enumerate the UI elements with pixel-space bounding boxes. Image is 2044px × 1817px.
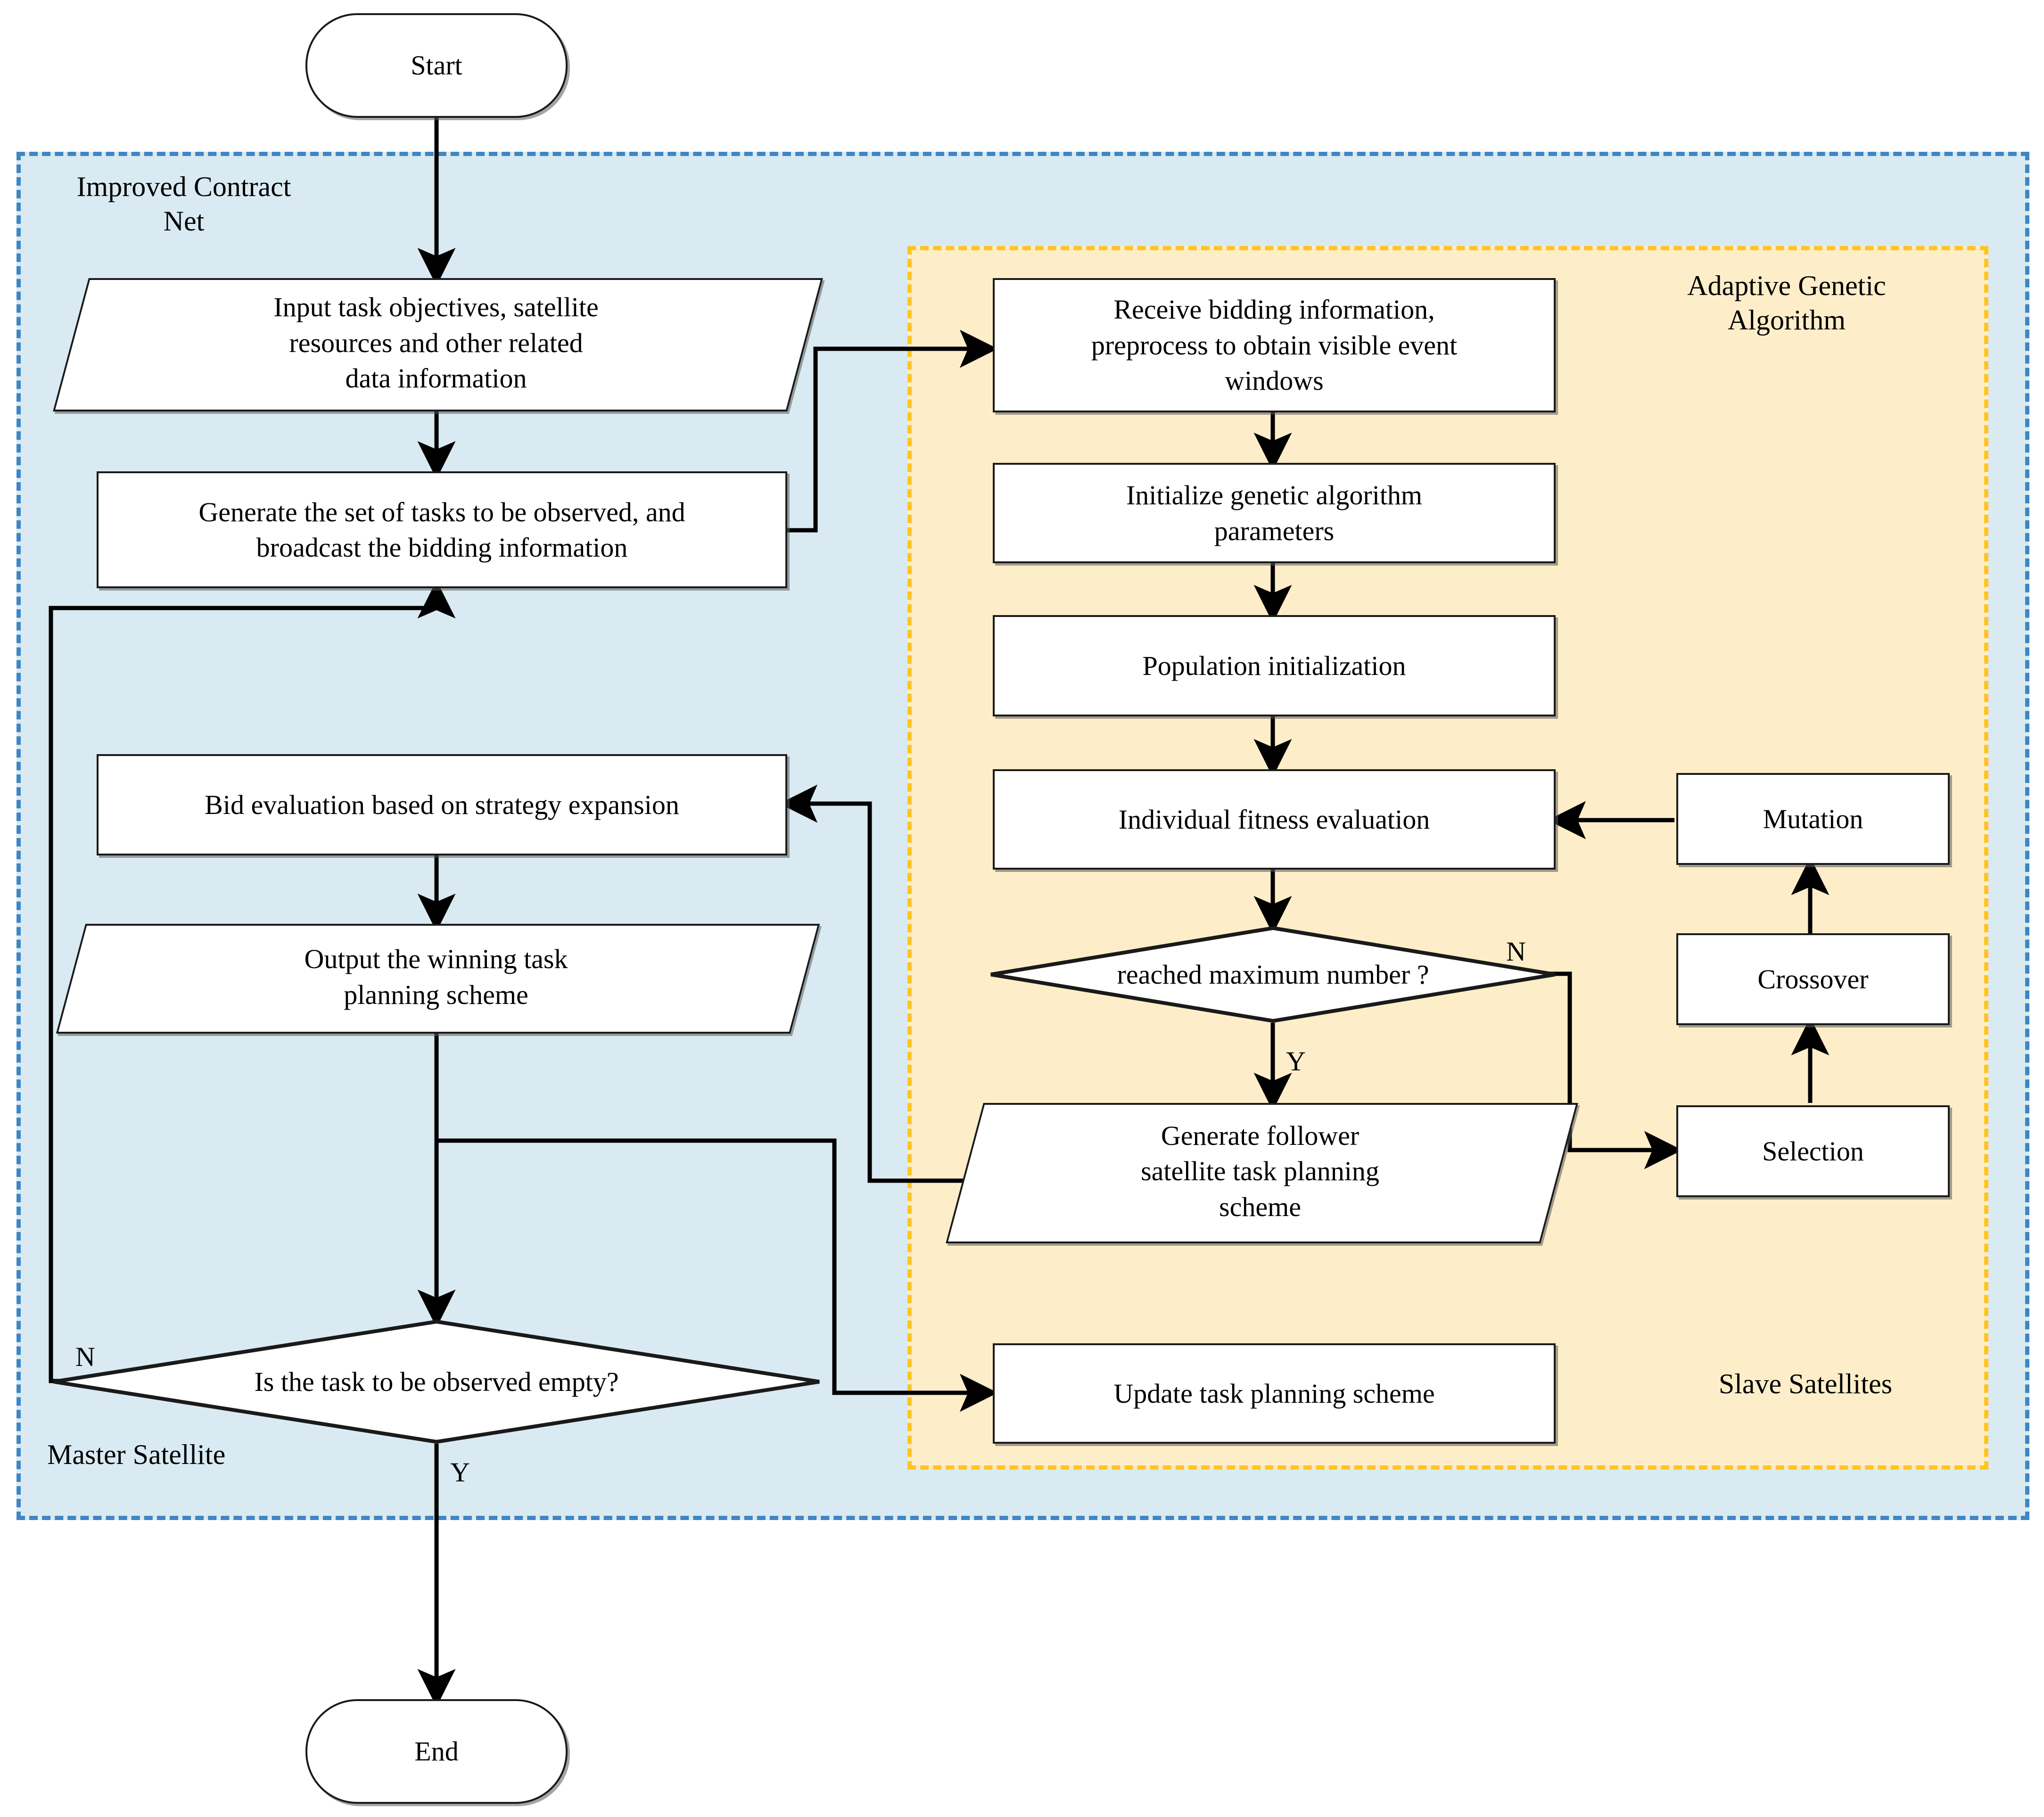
branch-label-task-empty-no: N — [75, 1341, 95, 1372]
node-fitness-eval-label: Individual fitness evaluation — [1118, 804, 1430, 835]
node-max-number-label: reached maximum number ? — [1117, 959, 1429, 990]
node-output-winning-label: Output the winning task planning scheme — [304, 944, 568, 1010]
node-selection-label: Selection — [1762, 1135, 1864, 1167]
node-crossover-label: Crossover — [1757, 963, 1869, 995]
node-task-empty-label: Is the task to be observed empty? — [254, 1366, 619, 1397]
node-max-number[interactable]: reached maximum number ? — [989, 926, 1557, 1023]
node-population-init[interactable]: Population initialization — [993, 615, 1556, 716]
node-input-data[interactable]: Input task objectives, satellite resourc… — [53, 278, 823, 411]
node-update-scheme[interactable]: Update task planning scheme — [993, 1343, 1556, 1444]
branch-label-task-empty-yes: Y — [450, 1457, 470, 1488]
node-generate-tasks-label: Generate the set of tasks to be observed… — [198, 496, 685, 563]
node-generate-follower[interactable]: Generate follower satellite task plannin… — [946, 1103, 1578, 1243]
zone-label-improved-contract-net: Improved Contract Net — [76, 171, 291, 237]
node-bid-evaluation[interactable]: Bid evaluation based on strategy expansi… — [97, 754, 787, 855]
node-mutation[interactable]: Mutation — [1676, 773, 1950, 865]
branch-label-max-number-yes: Y — [1286, 1046, 1306, 1077]
node-generate-follower-label: Generate follower satellite task plannin… — [1141, 1120, 1379, 1222]
node-input-data-label: Input task objectives, satellite resourc… — [273, 292, 599, 394]
branch-label-max-number-no: N — [1506, 936, 1526, 967]
node-selection[interactable]: Selection — [1676, 1105, 1950, 1197]
diamond-shape — [989, 926, 1557, 1023]
node-init-params[interactable]: Initialize genetic algorithm parameters — [993, 463, 1556, 563]
node-crossover[interactable]: Crossover — [1676, 933, 1950, 1025]
node-start[interactable]: Start — [305, 13, 568, 118]
node-output-winning[interactable]: Output the winning task planning scheme — [56, 924, 820, 1034]
node-receive-bidding-label: Receive bidding information, preprocess … — [1091, 294, 1458, 396]
node-end[interactable]: End — [305, 1699, 568, 1804]
node-bid-evaluation-label: Bid evaluation based on strategy expansi… — [205, 789, 679, 820]
node-end-label: End — [414, 1736, 459, 1767]
node-mutation-label: Mutation — [1763, 803, 1863, 834]
zone-label-master-satellite: Master Satellite — [47, 1439, 226, 1470]
node-fitness-eval[interactable]: Individual fitness evaluation — [993, 769, 1556, 870]
node-population-init-label: Population initialization — [1142, 650, 1406, 681]
zone-label-slave-satellites: Slave Satellites — [1718, 1368, 1893, 1399]
node-start-label: Start — [411, 50, 462, 81]
zone-label-adaptive-genetic-algorithm: Adaptive Genetic Algorithm — [1687, 270, 1886, 336]
node-update-scheme-label: Update task planning scheme — [1113, 1378, 1435, 1409]
node-generate-tasks[interactable]: Generate the set of tasks to be observed… — [97, 471, 787, 588]
node-receive-bidding[interactable]: Receive bidding information, preprocess … — [993, 278, 1556, 412]
node-task-empty[interactable]: Is the task to be observed empty? — [52, 1320, 821, 1444]
node-init-params-label: Initialize genetic algorithm parameters — [1126, 480, 1423, 546]
